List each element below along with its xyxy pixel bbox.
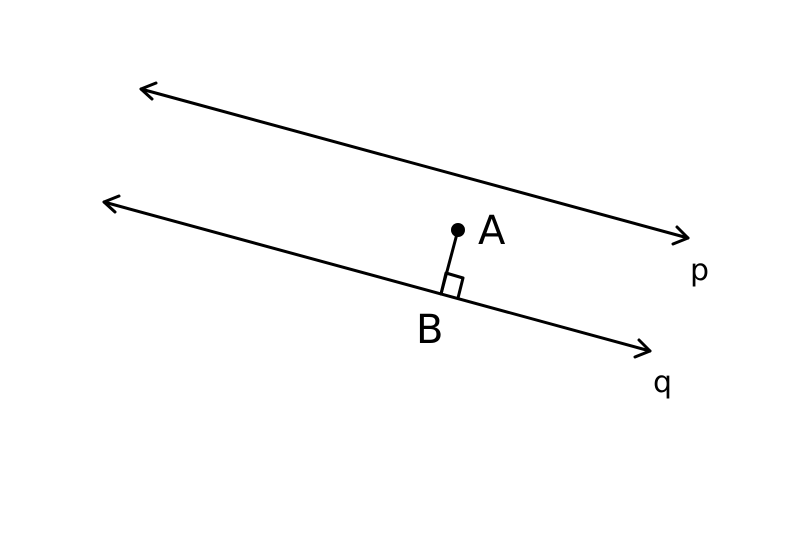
point-b-label: B: [416, 307, 443, 353]
line-p-arrowhead-left: [139, 81, 158, 101]
line-p: [139, 81, 690, 246]
right-angle-marker: [439, 271, 465, 300]
line-q-arrowhead-left: [102, 194, 121, 214]
line-p-label: p: [690, 253, 709, 288]
line-q-label: q: [653, 365, 672, 400]
point-a-dot: [451, 223, 465, 237]
line-q-arrowhead-right: [633, 338, 652, 359]
point-a-label: A: [478, 208, 506, 254]
line-p-segment: [139, 87, 690, 240]
line-q-segment: [102, 200, 652, 353]
line-q: [102, 194, 652, 359]
line-p-arrowhead-right: [671, 225, 690, 246]
